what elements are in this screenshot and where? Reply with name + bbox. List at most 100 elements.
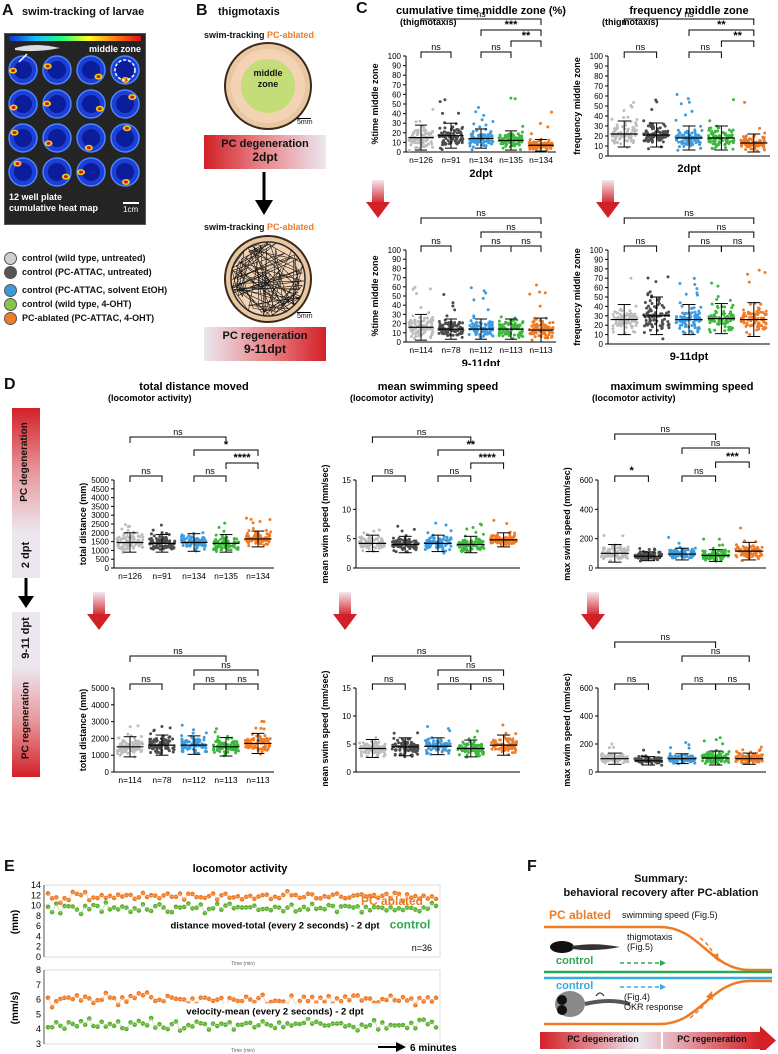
data-point xyxy=(426,724,430,728)
data-point xyxy=(148,741,152,745)
data-point xyxy=(264,528,268,532)
data-point xyxy=(650,140,654,144)
data-point xyxy=(367,751,371,755)
chart-c1: cumulative time middle zone (%)(thigmota… xyxy=(370,5,566,180)
data-point xyxy=(690,306,694,310)
data-point xyxy=(645,306,649,310)
data-point xyxy=(392,549,396,553)
data-point xyxy=(439,738,443,742)
data-point xyxy=(161,536,165,540)
chart-title: maximum swimming speed xyxy=(610,381,753,393)
data-point xyxy=(689,315,693,319)
data-point xyxy=(481,539,485,543)
y-tick-label: 5000 xyxy=(91,476,109,485)
data-point xyxy=(723,305,727,309)
y-tick-label: 90 xyxy=(392,255,401,264)
data-point xyxy=(755,328,759,332)
heatmap-well-inner xyxy=(82,163,100,181)
data-point xyxy=(693,761,697,765)
data-point xyxy=(610,117,614,121)
data-point xyxy=(154,537,158,541)
data-point xyxy=(659,552,663,556)
data-point xyxy=(474,320,478,324)
data-point xyxy=(468,324,472,328)
y-axis-label: frequency middle zone xyxy=(572,248,582,346)
data-point xyxy=(214,727,218,731)
data-point xyxy=(438,126,442,130)
y-tick-label: 10 xyxy=(594,142,603,151)
significance-bracket xyxy=(129,683,163,690)
data-point xyxy=(445,535,449,539)
data-point xyxy=(492,534,496,538)
data-point xyxy=(634,121,638,125)
data-point xyxy=(168,545,172,549)
data-point xyxy=(633,129,637,133)
significance-label: ** xyxy=(717,19,726,31)
data-point xyxy=(545,336,549,340)
data-point xyxy=(202,547,206,551)
significance-bracket xyxy=(420,51,452,58)
significance-bracket xyxy=(510,245,542,252)
data-point xyxy=(538,304,542,308)
data-point xyxy=(262,738,266,742)
data-point xyxy=(482,289,486,293)
data-point xyxy=(409,740,413,744)
data-point xyxy=(254,535,258,539)
data-point xyxy=(266,739,270,743)
significance-label: ns xyxy=(384,674,394,684)
data-point xyxy=(748,315,752,319)
panel-b-letter: B xyxy=(196,2,208,19)
panel-d-letter-text: D xyxy=(4,376,16,393)
data-point xyxy=(759,316,763,320)
data-point xyxy=(759,745,763,749)
data-point xyxy=(739,526,743,530)
data-point xyxy=(667,323,671,327)
chart-d3: maximum swimming speed(locomotor activit… xyxy=(562,381,766,581)
y-tick-label: 90 xyxy=(392,62,401,71)
data-point xyxy=(429,752,433,756)
data-point xyxy=(203,749,207,753)
data-point xyxy=(457,322,461,326)
significance-label: ns xyxy=(636,236,646,246)
data-point xyxy=(762,137,766,141)
data-point xyxy=(723,325,727,329)
data-point xyxy=(684,323,688,327)
significance-label: ns xyxy=(700,42,710,52)
heatmap-hotspot-core xyxy=(11,105,16,109)
data-point xyxy=(441,143,445,147)
d-red-arrow-icon-1 xyxy=(87,592,111,630)
n-label: n=134 xyxy=(182,571,206,581)
data-point xyxy=(510,738,514,742)
group-legend: control (wild type, untreated)control (P… xyxy=(4,251,224,325)
n-label: n=113 xyxy=(246,775,270,785)
data-point xyxy=(202,735,206,739)
data-point xyxy=(620,309,624,313)
data-point xyxy=(360,745,364,749)
data-point xyxy=(413,747,417,751)
data-point xyxy=(215,544,219,548)
data-point xyxy=(365,544,369,548)
data-point xyxy=(425,327,429,331)
data-point xyxy=(260,750,264,754)
data-point xyxy=(642,748,646,752)
data-point xyxy=(140,532,144,536)
data-point xyxy=(222,537,226,541)
data-point xyxy=(131,537,135,541)
data-point xyxy=(417,322,421,326)
data-point xyxy=(697,326,701,330)
data-point xyxy=(421,331,425,335)
data-point xyxy=(499,142,503,146)
legend-swatch xyxy=(4,251,17,265)
data-point xyxy=(652,318,656,322)
y-tick-label: 200 xyxy=(580,740,594,749)
heatmap-well-inner xyxy=(14,61,32,79)
significance-label: ns xyxy=(684,208,694,218)
ts-tick-label: 2 xyxy=(36,942,41,952)
data-point xyxy=(746,754,750,758)
data-point xyxy=(216,735,220,739)
panel-c-letter-text: C xyxy=(356,0,368,17)
data-point xyxy=(666,275,670,279)
data-point xyxy=(172,546,176,550)
data-point xyxy=(762,148,766,152)
data-point xyxy=(516,333,520,337)
